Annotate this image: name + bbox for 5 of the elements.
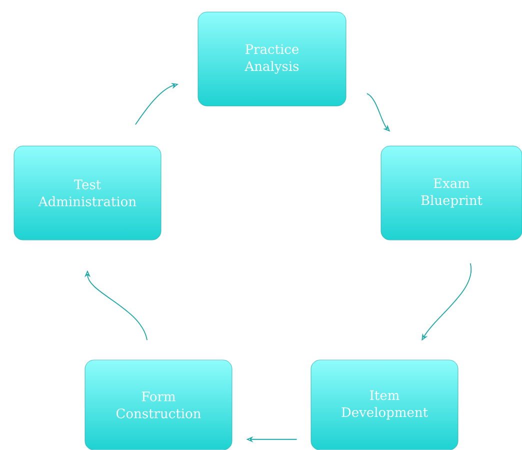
process-box: Practice Analysis bbox=[198, 12, 346, 106]
process-box: Item Development bbox=[310, 360, 458, 450]
process-box: Exam Blueprint bbox=[380, 146, 522, 240]
process-box: Test Administration bbox=[14, 146, 162, 240]
process-box: Form Construction bbox=[84, 360, 232, 450]
